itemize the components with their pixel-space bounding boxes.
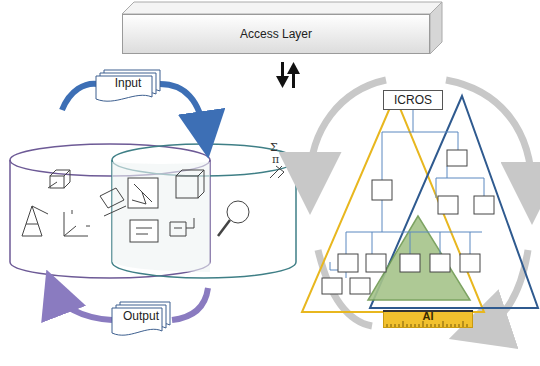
icros-box: ICROS <box>383 90 443 110</box>
node-text: Access Layer <box>240 27 312 41</box>
output-document: Output <box>112 302 170 336</box>
input-document: Input <box>96 70 160 102</box>
node-text: ICROS <box>394 93 432 107</box>
node-text: AI <box>423 310 434 323</box>
math-symbol: Σ <box>270 142 278 153</box>
node-text: Output <box>123 309 159 323</box>
math-symbol: π <box>272 154 279 165</box>
ai-ruler: AI <box>383 310 473 328</box>
access-layer-bar: Access Layer <box>122 14 430 54</box>
node-text: Input <box>115 76 142 90</box>
